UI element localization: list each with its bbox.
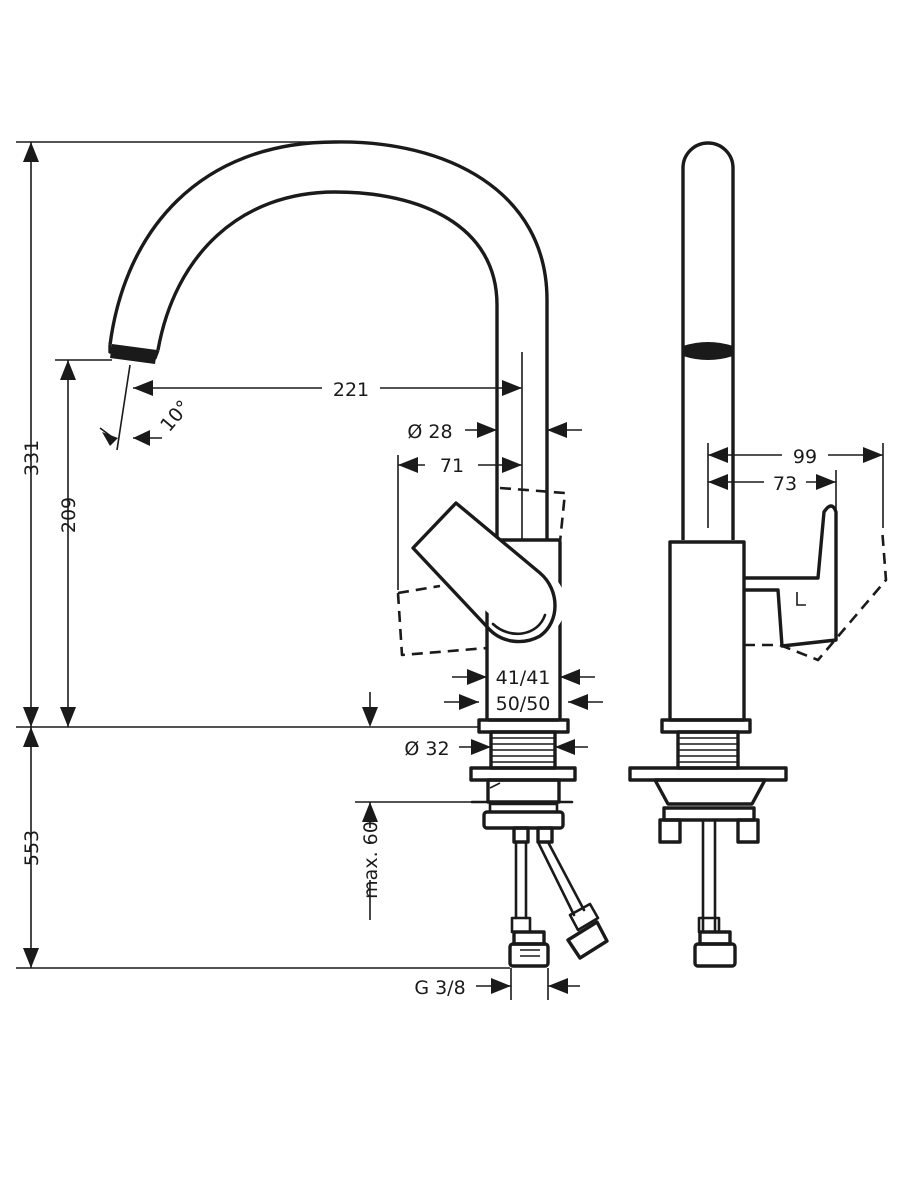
dim-side-lever-reach: 73 <box>773 473 797 495</box>
spout-aerator <box>110 344 157 364</box>
side-view <box>628 141 888 968</box>
dim-countertop-thickness: max. 60 <box>360 821 382 899</box>
dim-body-width-small: 41/41 <box>496 667 551 689</box>
side-aerator <box>683 342 733 360</box>
lever-rotation-outline-lower <box>396 584 488 657</box>
lever-rotation-outline-upper <box>499 486 567 543</box>
dim-base-diameter: Ø 32 <box>404 738 449 760</box>
dim-spout-height: 209 <box>58 497 80 533</box>
front-view-spout <box>108 140 549 540</box>
dim-spout-reach: 221 <box>333 379 369 401</box>
dim-connection-thread: G 3/8 <box>414 977 465 999</box>
dim-side-lever-reach-max: 99 <box>793 446 817 468</box>
dimension-lines <box>16 141 884 1000</box>
dim-spout-diameter: Ø 28 <box>407 421 452 443</box>
dim-angle: 10° <box>156 396 195 436</box>
front-view-body <box>396 486 577 830</box>
front-view-hoses <box>508 826 609 968</box>
dim-lever-reach: 71 <box>440 455 464 477</box>
dim-hose-length: 553 <box>21 830 43 866</box>
dim-body-width-large: 50/50 <box>496 693 551 715</box>
dimension-labels: 331 553 209 221 10° Ø 28 71 41/41 50/50 … <box>21 379 817 999</box>
dim-total-height: 331 <box>21 440 43 476</box>
lever-handle <box>411 501 557 644</box>
